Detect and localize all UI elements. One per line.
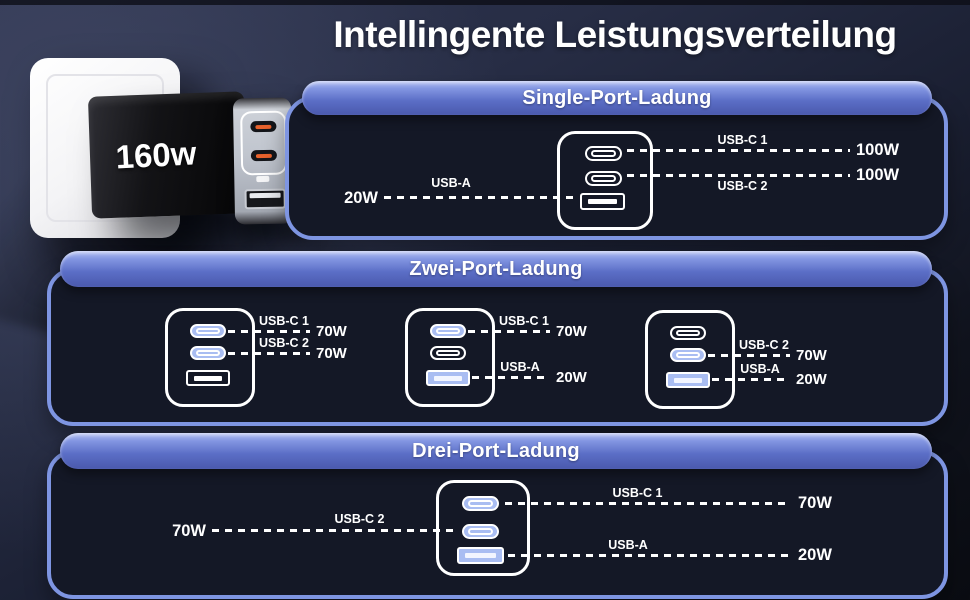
panel-single-port	[285, 96, 948, 240]
charger-device: 160w	[87, 91, 249, 219]
power-value: 70W	[172, 522, 206, 540]
dashed-connector	[505, 502, 790, 505]
page-title: Intellingente Leistungsverteilung	[333, 14, 897, 55]
power-value: 20W	[796, 371, 827, 388]
usb-c2-port-icon	[430, 346, 466, 360]
dashed-connector	[712, 378, 790, 381]
usb-c1-port-icon	[430, 324, 466, 338]
port-label: USB-C 2	[738, 338, 789, 352]
panel-three-port-header: Drei-Port-Ladung	[60, 433, 932, 469]
usb-a-port-icon	[426, 370, 470, 386]
dashed-connector	[472, 376, 550, 379]
power-value: 70W	[316, 323, 347, 340]
power-value: 20W	[798, 546, 832, 564]
dashed-connector	[508, 554, 790, 557]
port-label: USB-A	[740, 362, 780, 376]
dashed-connector	[627, 174, 850, 177]
usb-a-port-icon	[244, 188, 286, 210]
usb-c-port-icon	[250, 149, 277, 162]
usb-a-port-icon	[666, 372, 710, 388]
dashed-connector	[708, 354, 790, 357]
usb-a-port-icon	[457, 547, 504, 564]
usb-c2-port-icon	[585, 171, 622, 186]
power-value: 20W	[344, 189, 378, 207]
port-label: USB-A	[608, 538, 648, 552]
panel-single-port-header: Single-Port-Ladung	[302, 81, 932, 115]
port-label: USB-C 2	[334, 512, 385, 526]
power-value: 70W	[556, 323, 587, 340]
usb-c1-port-icon	[190, 324, 226, 338]
power-value: 20W	[556, 369, 587, 386]
power-value: 100W	[856, 141, 900, 159]
port-label: USB-C 1	[612, 486, 663, 500]
charger-outline-icon	[165, 308, 255, 407]
usb-c-group-outline	[240, 110, 288, 176]
usb-c-port-icon	[250, 120, 277, 133]
panel-two-port-header: Zwei-Port-Ladung	[60, 251, 932, 287]
port-label: USB-C 1	[498, 314, 549, 328]
panel-title: Zwei-Port-Ladung	[409, 257, 583, 280]
power-value: 70W	[316, 345, 347, 362]
port-label: USB-C 2	[258, 336, 309, 350]
panel-title: Drei-Port-Ladung	[412, 439, 580, 462]
dashed-connector	[468, 330, 550, 333]
panel-title: Single-Port-Ladung	[522, 86, 712, 109]
charger-outline-icon	[557, 131, 653, 230]
port-label: USB-A	[431, 176, 471, 190]
port-label: USB-C 1	[717, 133, 768, 147]
dashed-connector	[627, 149, 850, 152]
usb-a-port-icon	[186, 370, 230, 386]
charger-outline-icon	[405, 308, 495, 407]
usb-c1-port-icon	[585, 146, 622, 161]
port-label: USB-C 1	[258, 314, 309, 328]
panel-two-port	[47, 268, 948, 426]
top-dark-strip	[0, 0, 970, 5]
power-value: 100W	[856, 166, 900, 184]
charger-outline-icon	[436, 480, 530, 576]
usb-a-port-icon	[580, 193, 625, 210]
dashed-connector	[228, 330, 310, 333]
led-indicator-icon	[256, 175, 270, 183]
power-value: 70W	[796, 347, 827, 364]
usb-c1-port-icon	[670, 326, 706, 340]
dashed-connector	[228, 352, 310, 355]
wattage-label: 160w	[114, 134, 198, 176]
usb-c2-port-icon	[670, 348, 706, 362]
dashed-connector	[384, 196, 578, 199]
power-value: 70W	[798, 494, 832, 512]
port-label: USB-A	[500, 360, 540, 374]
usb-c1-port-icon	[462, 496, 499, 511]
dashed-connector	[212, 529, 457, 532]
usb-c2-port-icon	[190, 346, 226, 360]
charger-outline-icon	[645, 310, 735, 409]
usb-c2-port-icon	[462, 524, 499, 539]
port-label: USB-C 2	[717, 179, 768, 193]
